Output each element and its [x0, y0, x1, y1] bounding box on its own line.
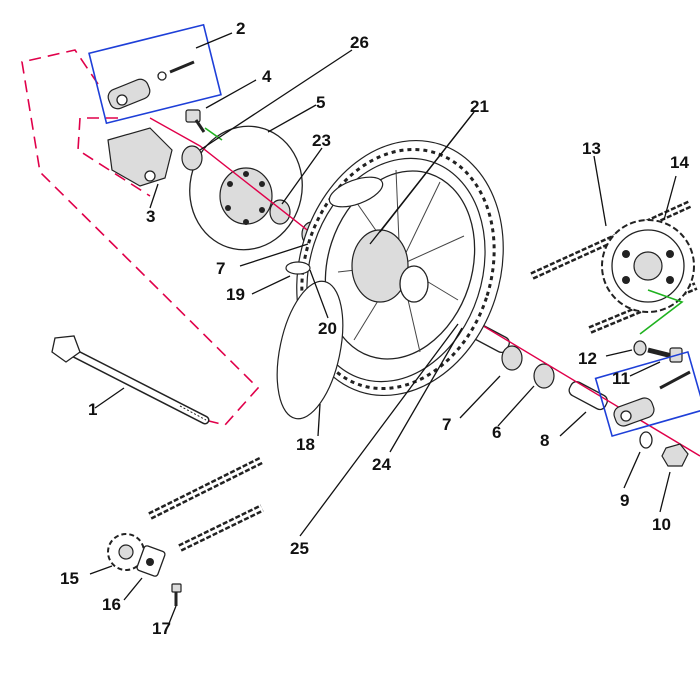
adjuster-group-box-top [88, 23, 222, 125]
lock-plate-part [136, 545, 166, 577]
wheel-rim-part [324, 169, 476, 360]
caliper-bracket-part [107, 127, 173, 187]
callout-9: 9 [620, 491, 629, 510]
callout-10: 10 [652, 515, 671, 534]
front-chain-part [148, 456, 264, 552]
callout-16: 16 [102, 595, 121, 614]
callout-21: 21 [470, 97, 489, 116]
spacer-part-23 [181, 145, 291, 225]
bearing-part-6 [501, 345, 555, 389]
spacer-part-8 [568, 381, 608, 411]
brake-disc-part [189, 125, 303, 251]
rear-sprocket-part [601, 219, 695, 313]
adjuster-group-box-bottom [594, 350, 700, 438]
chain-adjuster-top [107, 60, 195, 110]
callout-12: 12 [578, 349, 597, 368]
callout-19: 19 [226, 285, 245, 304]
callout-24: 24 [372, 455, 391, 474]
callout-11: 11 [612, 369, 630, 388]
chain-adjuster-bottom [613, 370, 691, 427]
callout-2-top: 2 [236, 19, 245, 38]
callout-13: 13 [582, 139, 601, 158]
axle-group-outline [21, 49, 260, 426]
callout-23: 23 [312, 131, 331, 150]
callout-18: 18 [296, 435, 315, 454]
link-line-sensor [204, 127, 223, 141]
sprocket-bolt-part [633, 340, 683, 363]
callout-7-left: 7 [216, 259, 225, 278]
callout-7-right: 7 [442, 415, 451, 434]
callout-8: 8 [540, 431, 549, 450]
caliper-group-outline [77, 117, 151, 197]
callout-20: 20 [318, 319, 337, 338]
callout-4: 4 [262, 67, 272, 86]
sprocket-bolt-part-17 [171, 583, 182, 606]
callout-25: 25 [290, 539, 309, 558]
leader-lines [89, 32, 677, 627]
callout-17: 17 [152, 619, 171, 638]
callout-5: 5 [316, 93, 325, 112]
axle-nut-part-10 [661, 443, 689, 467]
callout-15: 15 [60, 569, 79, 588]
link-line-sprocket [639, 289, 684, 335]
rim-strip-part [328, 176, 384, 208]
callout-3: 3 [146, 207, 155, 226]
callout-26: 26 [350, 33, 369, 52]
callout-14: 14 [670, 153, 689, 172]
callout-1: 1 [88, 400, 97, 419]
washer-part-9 [639, 431, 653, 449]
tube-part [276, 261, 344, 420]
bolt-part-4 [185, 109, 206, 133]
callout-6: 6 [492, 423, 501, 442]
axle-part [51, 335, 210, 425]
